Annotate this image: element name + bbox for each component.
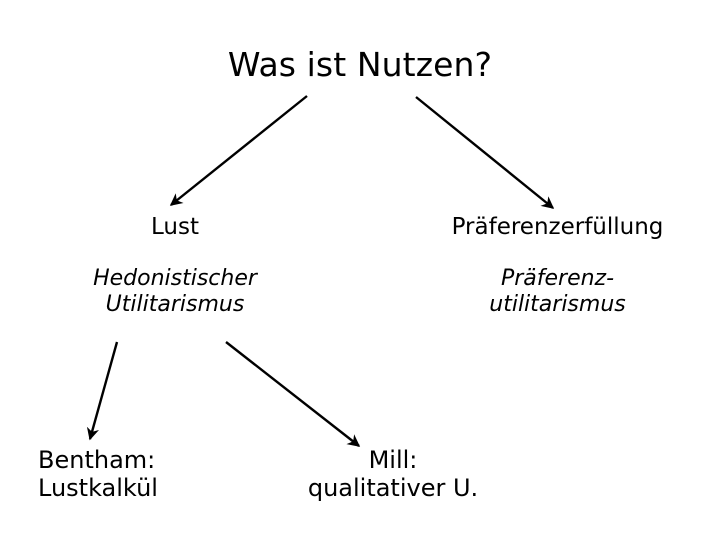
node-lust: Lust: [151, 214, 199, 240]
node-hedonistischer-utilitarismus: Hedonistischer Utilitarismus: [93, 266, 257, 317]
node-praeferenzerfuellung: Präferenzerfüllung: [451, 214, 664, 240]
arrow-title-to-lust: [169, 95, 308, 206]
node-praeferenzutilitarismus: Präferenz- utilitarismus: [489, 266, 626, 317]
arrow-hedonistischer-to-bentham: [86, 341, 119, 441]
arrow-hedonistischer-to-mill: [225, 341, 361, 447]
node-mill: Mill: qualitativer U.: [307, 446, 479, 503]
node-bentham: Bentham: Lustkalkül: [38, 446, 158, 503]
arrow-title-to-praeferenzerfuellung: [415, 96, 555, 209]
page-title: Was ist Nutzen?: [227, 45, 493, 84]
